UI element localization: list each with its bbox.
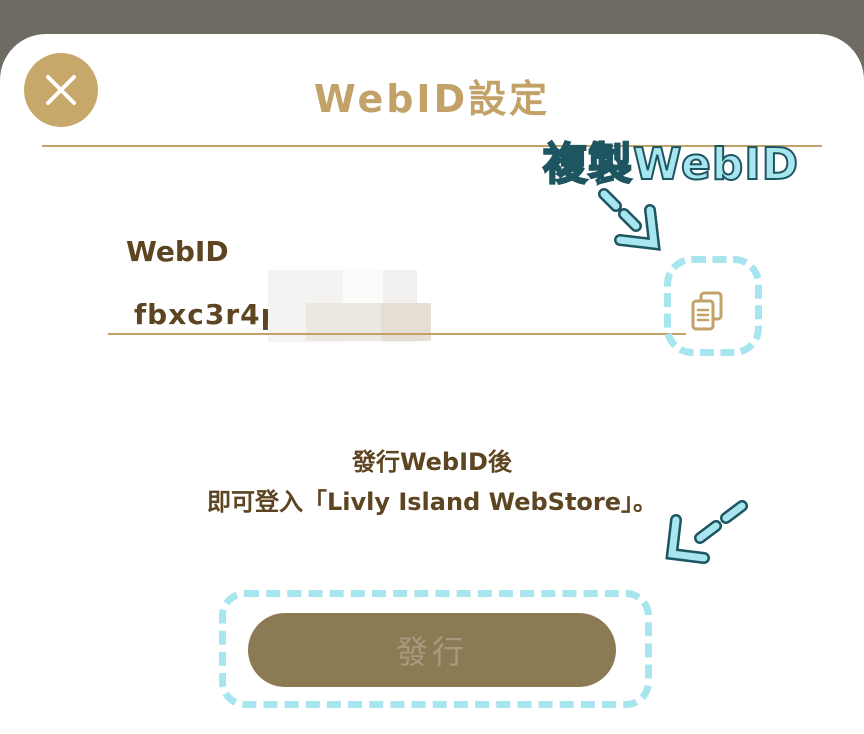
copy-document-icon [691, 291, 723, 331]
description-line-1: 發行WebID後 [352, 448, 512, 476]
description-line-2: 即可登入「Livly Island WebStore」。 [206, 488, 658, 516]
issue-webid-button[interactable]: 發行 [248, 613, 616, 687]
title-divider [42, 145, 822, 147]
issue-button-highlight [219, 590, 652, 708]
close-button[interactable] [24, 53, 98, 127]
annotation-arrow-down-icon [598, 188, 661, 251]
webid-field-label: WebID [126, 235, 229, 268]
webid-field-underline [108, 333, 686, 335]
dialog-title: WebID設定 [313, 77, 551, 121]
copy-icon-highlight [664, 256, 762, 356]
annotation-arrow-down-left-icon [665, 500, 748, 564]
issue-button-label: 發行 [395, 633, 468, 671]
copy-webid-button[interactable] [690, 290, 724, 332]
close-icon [46, 75, 76, 105]
copy-webid-annotation: 複製WebID [542, 138, 800, 191]
redaction-block [306, 303, 381, 341]
redaction-block [381, 303, 431, 341]
